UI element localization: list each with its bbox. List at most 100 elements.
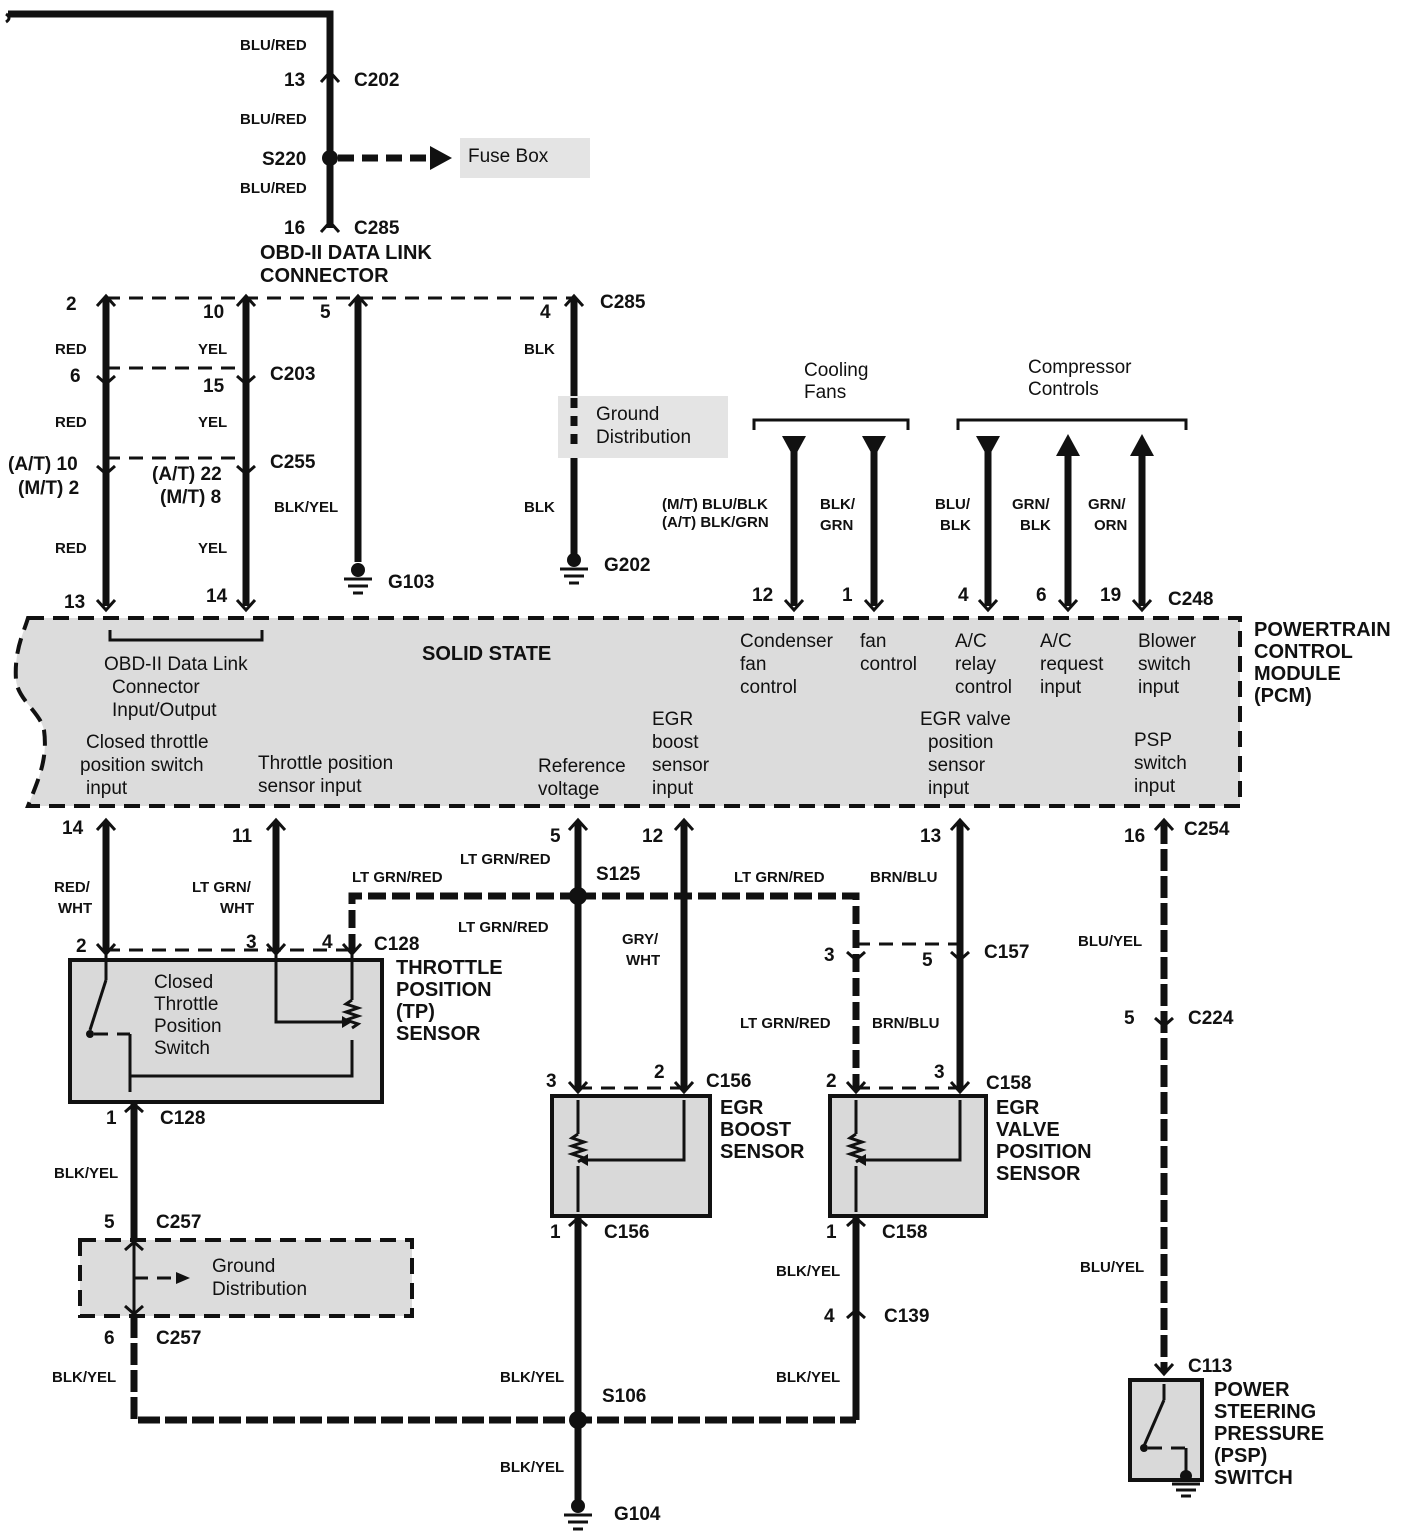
ground-distribution-box: [78, 1238, 414, 1318]
c202-pin: 13: [284, 70, 305, 91]
pcm-psp-3: input: [1134, 776, 1176, 797]
ground-distribution-area: [558, 396, 728, 458]
psp-switch-internals: [1140, 1384, 1200, 1498]
tp-title-2: POSITION: [396, 979, 492, 1001]
wire-label-ltgrn-red-2: LT GRN/RED: [352, 869, 443, 886]
pcm-fan-1: fan: [860, 631, 886, 652]
psp-switch-box: [1128, 1378, 1204, 1482]
wire-label-blk-grn-1: BLK/: [820, 496, 856, 513]
wire-label-blu-blk-2: BLK: [940, 517, 971, 534]
pcm-bottom-pin-marks: [95, 817, 1175, 832]
c156-pin-3: 3: [546, 1071, 557, 1092]
pcm-fan-2: control: [860, 654, 917, 675]
ground-icon-g202: [560, 553, 588, 585]
splice-s125: [569, 887, 587, 905]
wire-label-blu-red-2: BLU/RED: [240, 111, 307, 128]
c158-bottom-label: C158: [882, 1222, 927, 1243]
pcm-egr-valve-1: EGR valve: [920, 709, 1011, 730]
pcm-pin-13-bottom: 13: [920, 826, 941, 847]
wire-label-ltgrn-red-3: LT GRN/RED: [734, 869, 825, 886]
wire-label-grn-orn-2: ORN: [1094, 517, 1127, 534]
c203-label: C203: [270, 364, 315, 385]
pcm-pin-11: 11: [232, 826, 253, 847]
wire-label-blu-red-1: BLU/RED: [240, 37, 307, 54]
pcm-ref-2: voltage: [538, 779, 599, 800]
wire-label-blu-red-3: BLU/RED: [240, 180, 307, 197]
c156-label: C156: [706, 1071, 751, 1092]
pcm-blower-3: input: [1138, 677, 1180, 698]
wire-label-ltgrn-wht-1: LT GRN/: [192, 879, 252, 896]
s106-label: S106: [602, 1386, 646, 1407]
arrow-down-icon-ac-relay: [976, 436, 1000, 458]
c224-label: C224: [1188, 1008, 1234, 1029]
tp-sensor-box: [68, 958, 384, 1104]
pcm-egr-valve-4: input: [928, 778, 970, 799]
psp-title-4: (PSP): [1214, 1445, 1267, 1467]
pcm-title-2: CONTROL: [1254, 641, 1353, 663]
c139-label: C139: [884, 1306, 929, 1327]
ground-distribution-2: Distribution: [596, 427, 691, 448]
compressor-1: Compressor: [1028, 357, 1132, 378]
pcm-pin-14: 14: [206, 586, 228, 607]
cts-label-1: Closed: [154, 972, 213, 993]
wire-label-blu-yel-2: BLU/YEL: [1080, 1259, 1144, 1276]
wire-label-ltgrn-red-5: LT GRN/RED: [740, 1015, 831, 1032]
pcm-ctp-2: position switch: [80, 755, 204, 776]
wire-label-ltgrn-red-1: LT GRN/RED: [460, 851, 551, 868]
pcm-egr-boost-2: boost: [652, 732, 699, 753]
pcm-ac-relay-1: A/C: [955, 631, 987, 652]
pcm-pin-12-bottom: 12: [642, 826, 663, 847]
egr-boost-title-1: EGR: [720, 1097, 764, 1119]
c257-pin-5: 5: [104, 1212, 115, 1233]
c257-label-bottom: C257: [156, 1328, 201, 1349]
c156-bottom-label: C156: [604, 1222, 649, 1243]
ground-icon-g104: [564, 1499, 592, 1531]
c285-label-top: C285: [354, 218, 400, 239]
egr-valve-title-4: SENSOR: [996, 1163, 1081, 1185]
pcm-title-3: MODULE: [1254, 663, 1341, 685]
c157-pin-3: 3: [824, 945, 835, 966]
c285-pin-16: 16: [284, 218, 305, 239]
c128-bottom-label: C128: [160, 1108, 205, 1129]
wire-label-yel-3: YEL: [198, 540, 227, 557]
pcm-condenser-2: fan: [740, 654, 766, 675]
c113-label: C113: [1188, 1356, 1232, 1377]
tp-sensor-internals: [86, 952, 363, 1092]
c139-pin-4: 4: [824, 1306, 835, 1327]
pcm-ctp-3: input: [86, 778, 128, 799]
pcm-condenser-1: Condenser: [740, 631, 834, 652]
wire-label-red-wht-2: WHT: [58, 900, 92, 917]
pcm-ac-relay-3: control: [955, 677, 1012, 698]
c255-mt-pin: (M/T) 2: [18, 478, 79, 499]
c156-pin-2: 2: [654, 1062, 665, 1083]
pcm-ctp-1: Closed throttle: [86, 732, 209, 753]
c248-pin-19: 19: [1100, 585, 1121, 606]
wire-label-grn-blk-1: GRN/: [1012, 496, 1050, 513]
psp-title-5: SWITCH: [1214, 1467, 1293, 1489]
c158-pin-1: 1: [826, 1222, 837, 1243]
pcm-title-1: POWERTRAIN: [1254, 619, 1391, 641]
wire-label-yel-2: YEL: [198, 414, 227, 431]
ground-distribution-1: Ground: [596, 404, 659, 425]
wire-label-ltgrn-red-4: LT GRN/RED: [458, 919, 549, 936]
pcm-pin-13: 13: [64, 592, 85, 613]
g103-label: G103: [388, 572, 434, 593]
cooling-fans-bracket: [752, 418, 910, 430]
wire-label-red-wht-1: RED/: [54, 879, 91, 896]
pcm-blower-1: Blower: [1138, 631, 1197, 652]
wire-label-blk-yel-3: BLK/YEL: [52, 1369, 116, 1386]
ground-dist-bottom-1: Ground: [212, 1256, 275, 1277]
wire-label-blk-yel-g103: BLK/YEL: [274, 499, 338, 516]
dlc-io-bracket: [108, 630, 264, 642]
compressor-2: Controls: [1028, 379, 1099, 400]
dlc-pin-2: 2: [66, 294, 77, 315]
arrow-up-icon-blower: [1130, 434, 1154, 456]
cooling-fans-1: Cooling: [804, 360, 868, 381]
dlc-pin-4: 4: [540, 302, 551, 323]
ground-dist-bottom-2: Distribution: [212, 1279, 307, 1300]
cooling-fans-2: Fans: [804, 382, 846, 403]
egr-boost-internals: [567, 1100, 686, 1212]
c202-label: C202: [354, 70, 399, 91]
c248-pin-6: 6: [1036, 585, 1047, 606]
